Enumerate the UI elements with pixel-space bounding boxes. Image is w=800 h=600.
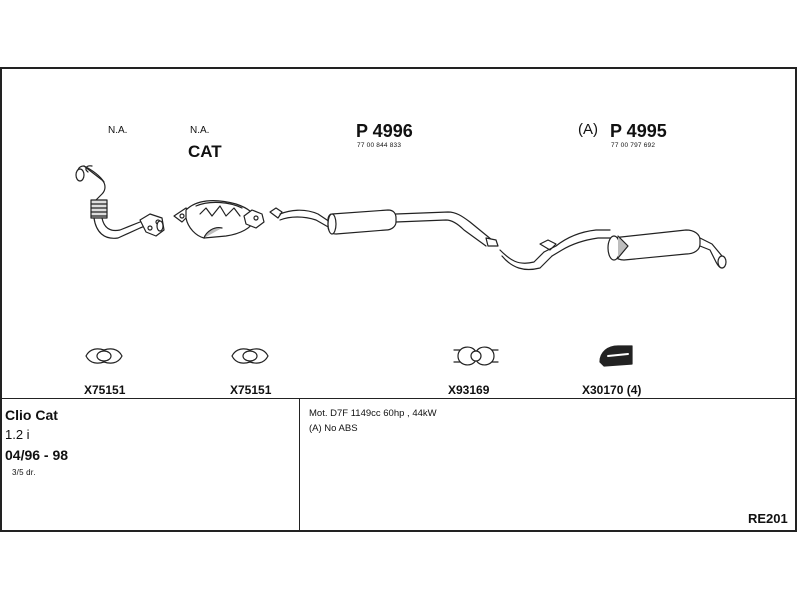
clamp-icon xyxy=(453,346,499,366)
fitting-code: X30170 (4) xyxy=(582,383,642,397)
vehicle-model: Clio Cat xyxy=(5,407,58,423)
middle-silencer-oe-number: 77 00 844 833 xyxy=(357,142,402,149)
fitting-code: X75151 xyxy=(84,383,126,397)
front-pipe xyxy=(75,165,165,239)
fitting-code: X93169 xyxy=(448,383,490,397)
abs-note: (A) No ABS xyxy=(309,423,358,434)
table-divider-vertical xyxy=(299,398,300,532)
catalyst-name: CAT xyxy=(188,142,222,161)
rubber-mount-icon xyxy=(599,345,633,367)
rear-silencer-part-number: P 4995 xyxy=(610,121,667,141)
vehicle-years: 04/96 - 98 xyxy=(5,447,69,463)
table-divider-horizontal xyxy=(0,398,797,399)
front-pipe-label: N.A. xyxy=(108,125,128,136)
rear-silencer-oe-number: 77 00 797 692 xyxy=(611,142,656,149)
middle-silencer xyxy=(269,207,499,247)
gasket-icon xyxy=(231,348,269,364)
catalyst-label: N.A. xyxy=(190,125,210,136)
diagram-frame xyxy=(0,67,797,532)
rear-silencer-prefix: (A) xyxy=(578,121,598,138)
middle-silencer-part-number: P 4996 xyxy=(356,121,413,141)
gasket-icon xyxy=(85,348,123,364)
vehicle-engine: 1.2 i xyxy=(5,427,30,442)
catalytic-converter xyxy=(173,200,265,239)
engine-note: Mot. D7F 1149cc 60hp , 44kW xyxy=(309,408,437,419)
reference-code: RE201 xyxy=(748,511,788,526)
fitting-code: X75151 xyxy=(230,383,272,397)
rear-silencer xyxy=(499,229,727,271)
vehicle-doors: 3/5 dr. xyxy=(12,468,36,477)
